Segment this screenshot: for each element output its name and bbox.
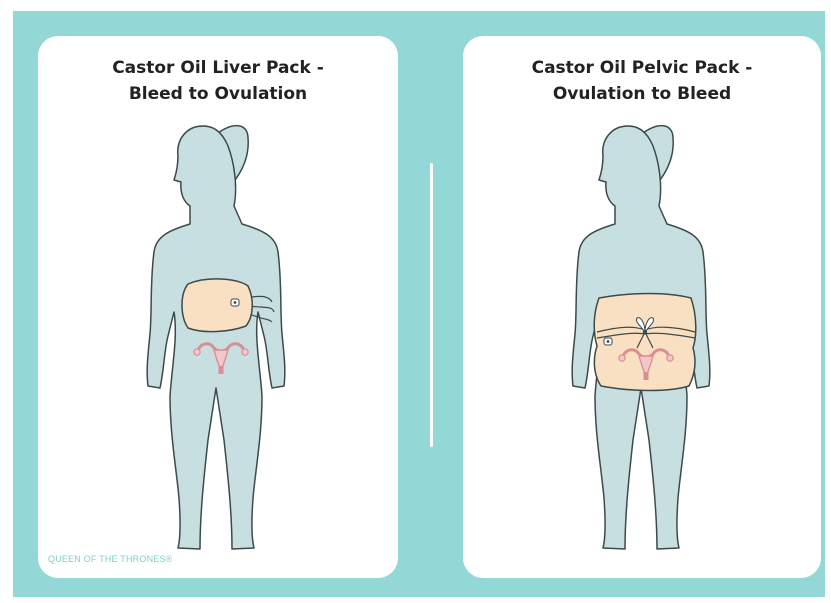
woman-silhouette — [147, 126, 285, 549]
liver-pack-card: Castor Oil Liver Pack - Bleed to Ovulati… — [38, 36, 398, 578]
liver-pack-figure — [38, 36, 398, 578]
background-frame: Castor Oil Liver Pack - Bleed to Ovulati… — [13, 11, 825, 597]
pelvic-pack-card: Castor Oil Pelvic Pack - Ovulation to Bl… — [463, 36, 821, 578]
pelvic-pack-figure — [463, 36, 821, 578]
queen-of-the-thrones-logo: QUEEN OF THE THRONES® — [48, 554, 173, 564]
center-divider — [430, 163, 433, 447]
